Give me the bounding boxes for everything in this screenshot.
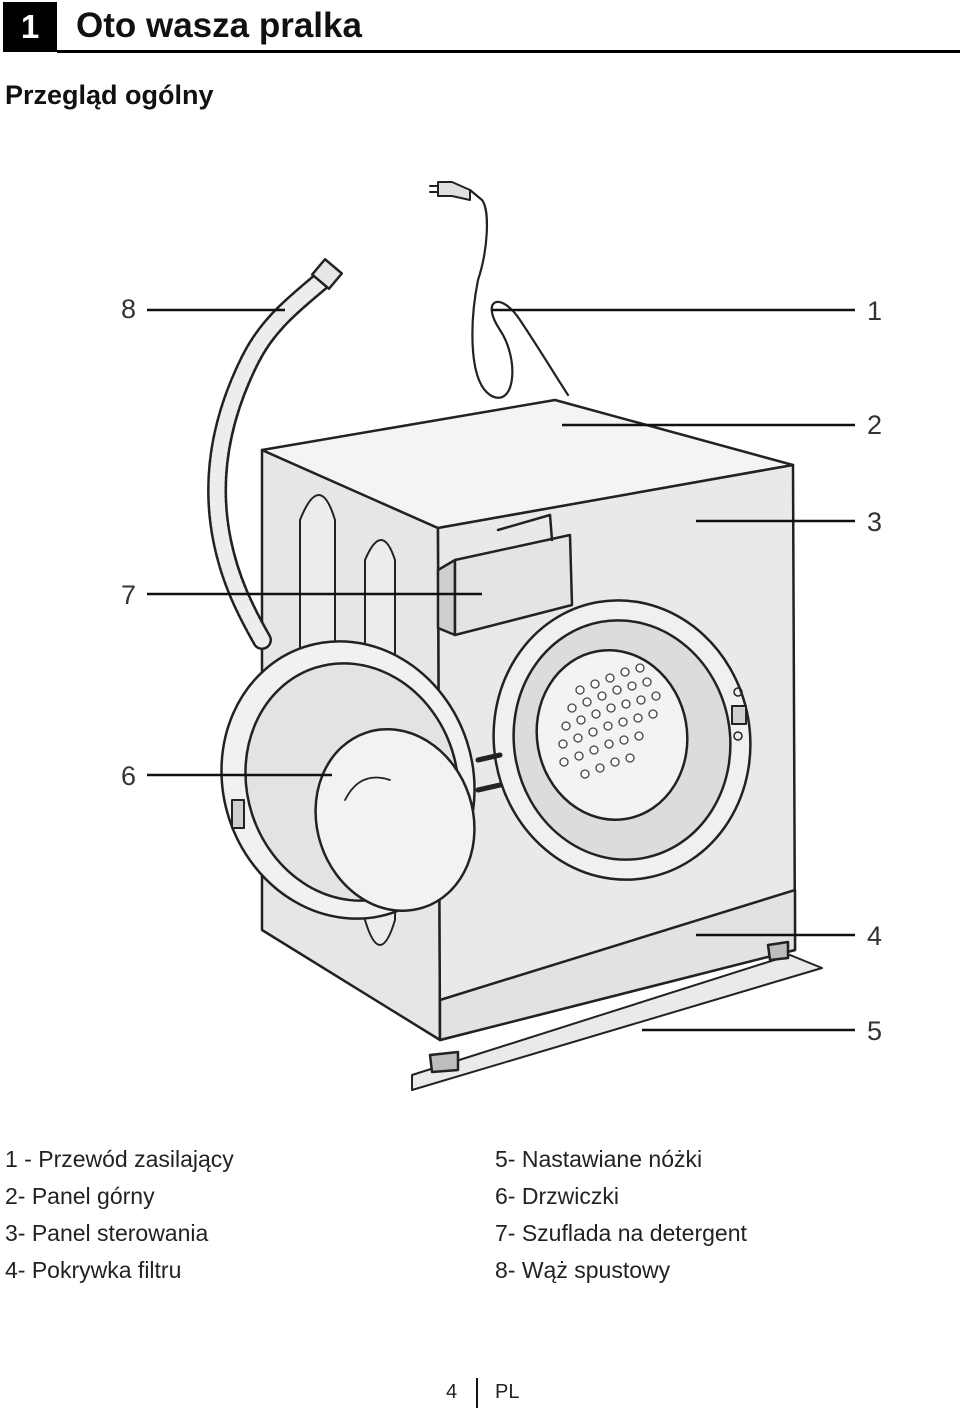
callout-8: 8: [121, 294, 137, 324]
page-footer: 4 PL: [0, 1378, 960, 1408]
chapter-number: 1: [20, 8, 40, 45]
callout-5: 5: [867, 1016, 883, 1046]
legend-left: 1 - Przewód zasilający 2- Panel górny 3-…: [5, 1141, 234, 1289]
legend-item: 2- Panel górny: [5, 1183, 155, 1209]
legend-item: 5- Nastawiane nóżki: [495, 1146, 703, 1172]
callout-6: 6: [121, 761, 137, 791]
chapter-title-rule: [57, 50, 960, 53]
legend-item: 3- Panel sterowania: [5, 1220, 209, 1246]
legend-item: 1 - Przewód zasilający: [5, 1146, 234, 1172]
washing-machine-diagram: [147, 181, 855, 1091]
chapter-number-badge: 1: [3, 2, 57, 52]
callout-4: 4: [867, 921, 883, 951]
callout-1: 1: [867, 296, 883, 326]
callout-2: 2: [867, 410, 883, 440]
legend-item: 6- Drzwiczki: [495, 1183, 619, 1209]
legend-item: 4- Pokrywka filtru: [5, 1257, 182, 1283]
legend-item: 7- Szuflada na detergent: [495, 1220, 747, 1246]
section-title: Przegląd ogólny: [5, 80, 214, 110]
page-number: 4: [446, 1381, 458, 1403]
legend-item: 8- Wąż spustowy: [495, 1257, 671, 1283]
footer-divider: [476, 1378, 478, 1408]
legend-right: 5- Nastawiane nóżki 6- Drzwiczki 7- Szuf…: [495, 1141, 747, 1289]
chapter-title: Oto wasza pralka: [76, 6, 362, 45]
callout-3: 3: [867, 507, 883, 537]
callout-7: 7: [121, 580, 137, 610]
language-code: PL: [495, 1381, 520, 1403]
